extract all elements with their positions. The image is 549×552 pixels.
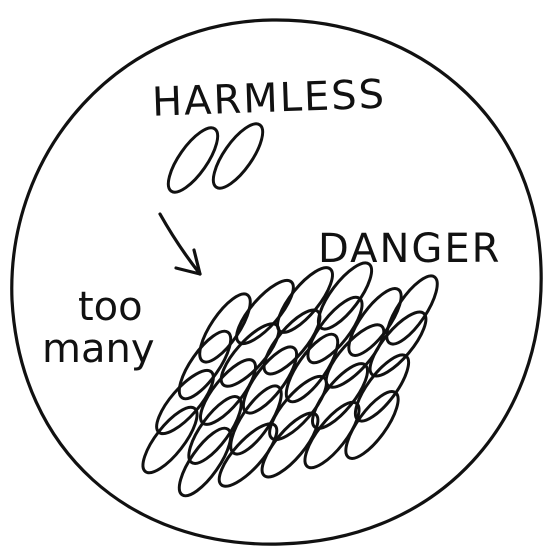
danger-bacterium bbox=[228, 273, 302, 352]
danger-bacterium bbox=[261, 369, 335, 448]
too-label: too bbox=[78, 284, 143, 330]
danger-bacteria-cluster bbox=[134, 256, 446, 503]
danger-bacterium bbox=[254, 405, 327, 484]
danger-bacterium bbox=[171, 421, 240, 503]
danger-bacterium bbox=[378, 269, 446, 351]
danger-bacterium bbox=[222, 379, 290, 461]
danger-bacterium bbox=[304, 356, 376, 436]
harmless-bacteria bbox=[160, 117, 272, 199]
danger-bacterium bbox=[337, 384, 407, 465]
danger-bacterium bbox=[192, 352, 264, 432]
harmless-label: HARMLESS bbox=[151, 72, 387, 126]
many-label: many bbox=[42, 326, 155, 372]
arrow-down-right-icon bbox=[160, 214, 200, 274]
danger-label: DANGER bbox=[318, 226, 501, 272]
